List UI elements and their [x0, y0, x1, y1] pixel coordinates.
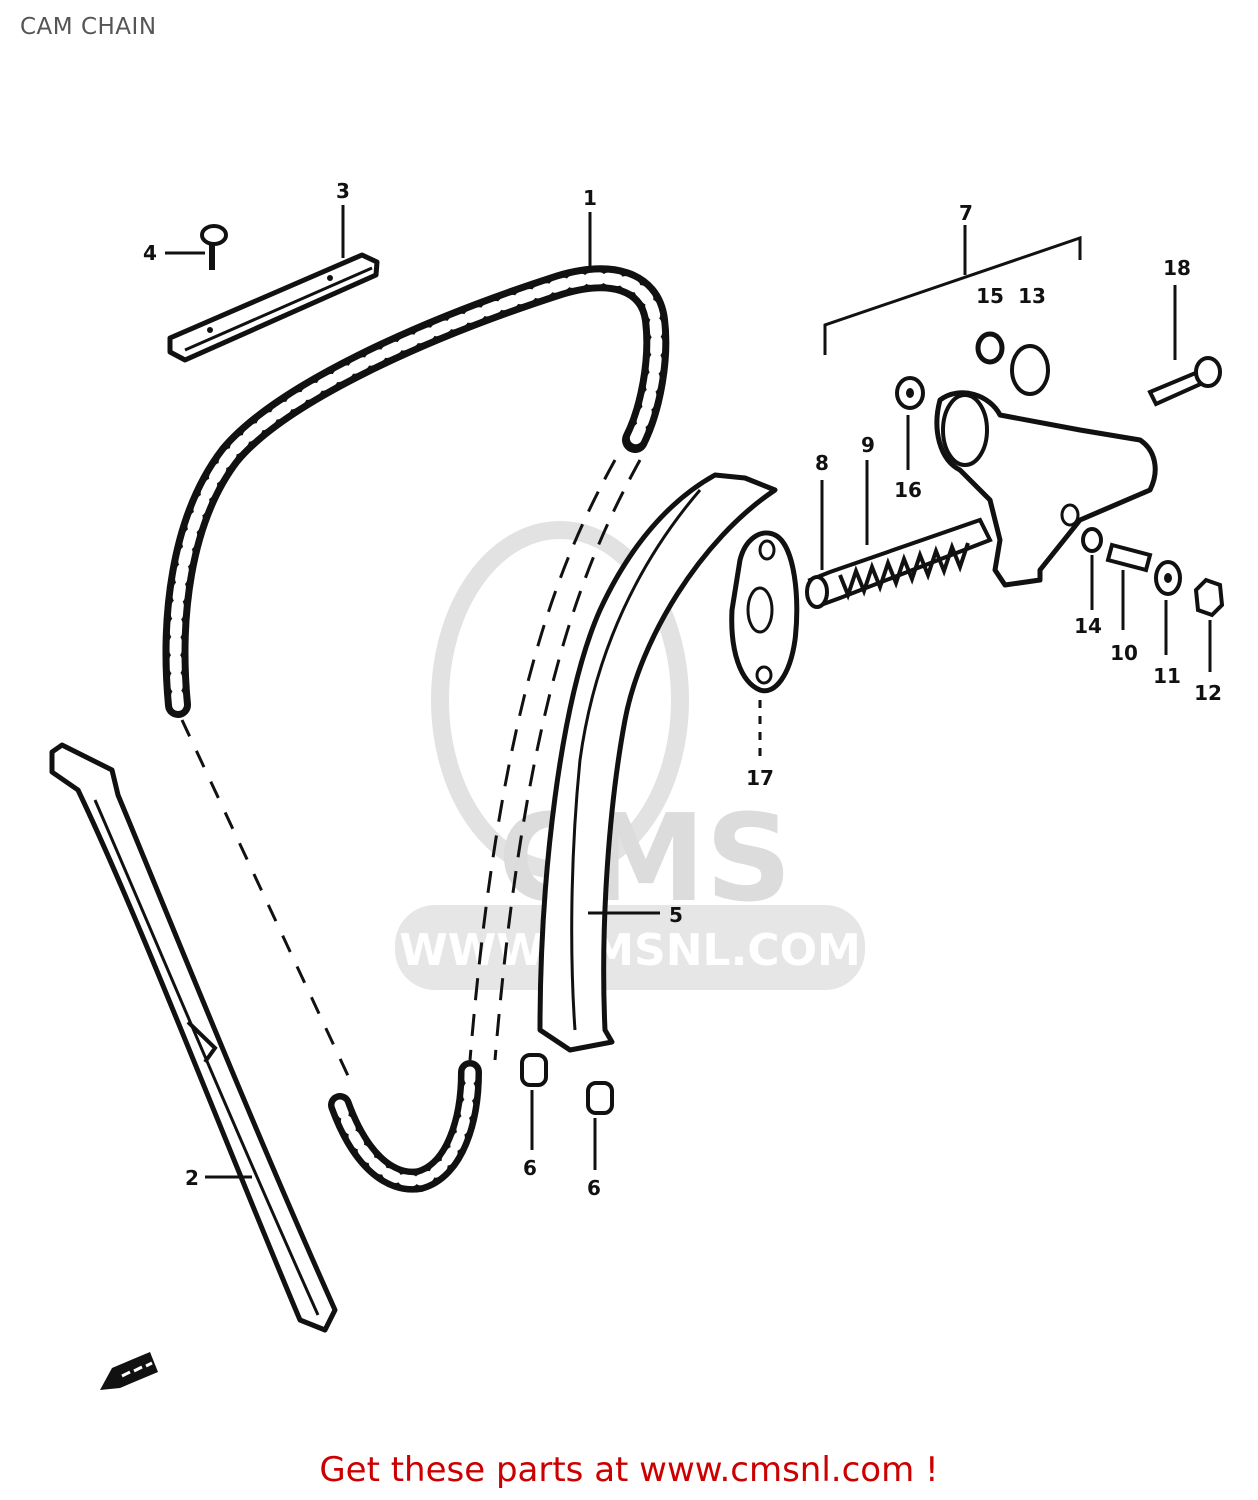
part-13-o-ring	[1010, 344, 1050, 396]
callout-leaders	[165, 205, 1212, 1179]
callout-17: 17	[746, 766, 774, 790]
part-12-nut	[1193, 577, 1225, 618]
callout-6a: 6	[523, 1156, 537, 1180]
front-direction-arrow-icon	[100, 1352, 158, 1390]
part-16-washer	[895, 376, 925, 410]
watermark: CMS WWW.CMSNL.COM	[395, 521, 865, 990]
callout-6b: 6	[587, 1176, 601, 1200]
callout-18: 18	[1163, 256, 1191, 280]
part-8-9-push-rod-spring	[805, 517, 993, 609]
part-1-cam-chain	[162, 265, 670, 1193]
page-title: CAM CHAIN	[20, 14, 157, 40]
callout-7: 7	[959, 201, 973, 225]
callout-9: 9	[861, 433, 875, 457]
watermark-banner	[395, 905, 865, 990]
callout-16: 16	[894, 478, 922, 502]
watermark-url: WWW.CMSNL.COM	[399, 925, 861, 976]
part-7-tensioner-body	[934, 390, 1158, 588]
part-17-gasket	[729, 530, 800, 694]
part-15-nut	[975, 331, 1005, 365]
cam-chain-diagram: CMS WWW.CMSNL.COM	[49, 179, 1225, 1390]
callout-3: 3	[336, 179, 350, 203]
callout-2: 2	[185, 1166, 199, 1190]
part-10-pin	[1105, 542, 1153, 573]
get-parts-link[interactable]: Get these parts at www.cmsnl.com !	[319, 1450, 939, 1490]
part-18-bolt	[1147, 356, 1222, 407]
callout-11: 11	[1153, 664, 1181, 688]
callout-15: 15	[976, 284, 1004, 308]
callout-12: 12	[1194, 681, 1222, 705]
callout-13: 13	[1018, 284, 1046, 308]
callout-8: 8	[815, 451, 829, 475]
part-4-screw	[200, 224, 228, 270]
part-3-guide-plate	[167, 252, 380, 363]
part-6a-dowel	[520, 1053, 548, 1087]
callout-1: 1	[583, 186, 597, 210]
part-11-washer	[1154, 560, 1182, 596]
callout-14: 14	[1074, 614, 1102, 638]
callout-10: 10	[1110, 641, 1138, 665]
part-14-washer	[1081, 527, 1103, 553]
callout-5: 5	[669, 903, 683, 927]
callout-labels: 1 2 3 4 5 6 6 7 8 9 10 11 12 13 14 15 16…	[143, 179, 1222, 1200]
callout-4: 4	[143, 241, 157, 265]
part-6b-dowel	[586, 1081, 614, 1115]
part-2-chain-guide	[49, 742, 338, 1333]
part-5-tensioner-blade	[537, 472, 778, 1053]
